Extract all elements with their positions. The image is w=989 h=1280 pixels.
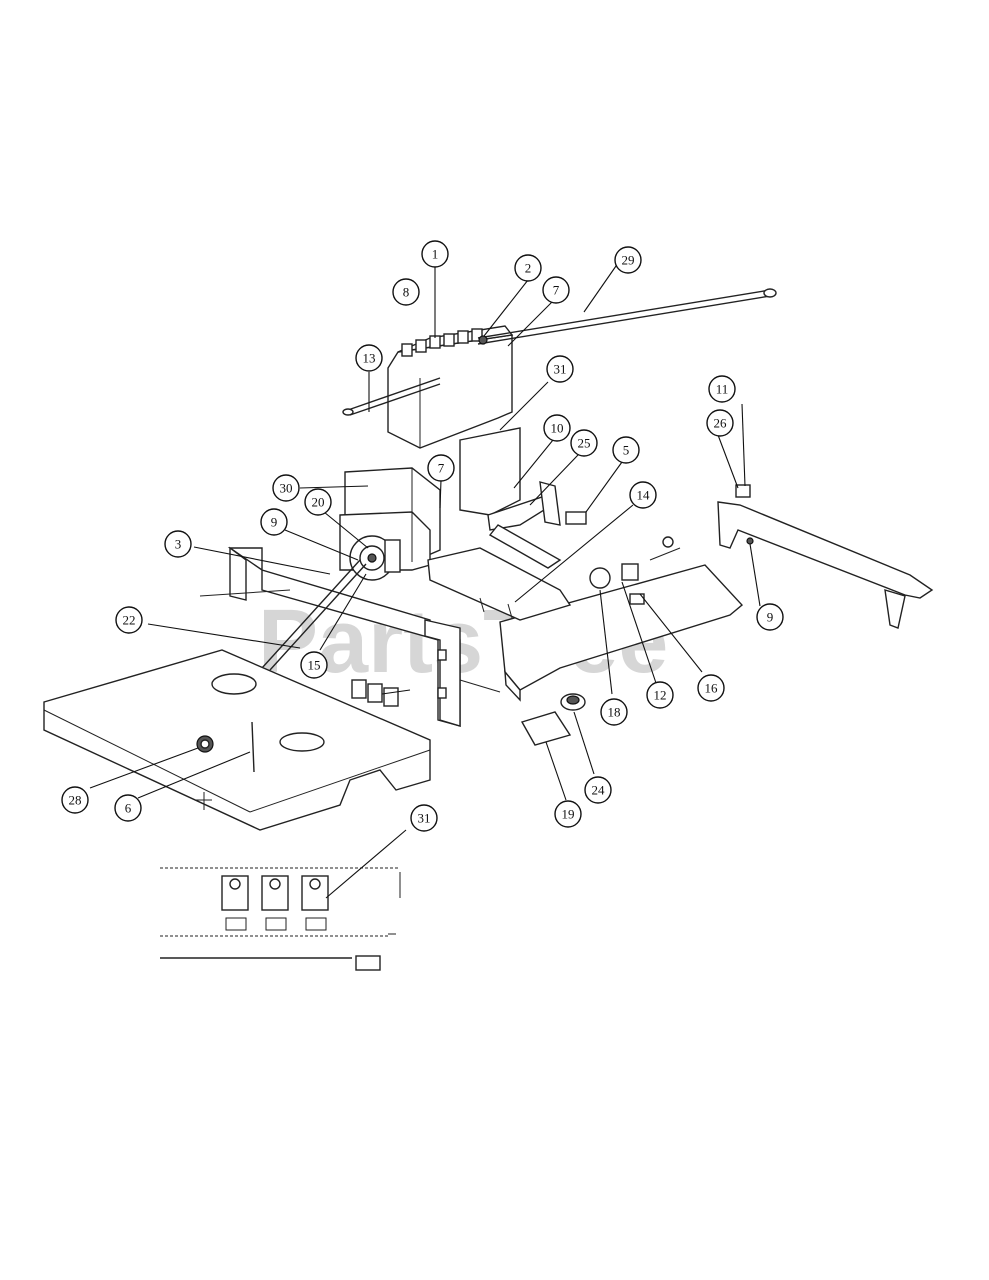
- callout-label: 22: [123, 613, 136, 628]
- callout-12[interactable]: 12: [646, 681, 674, 709]
- control-rod: [477, 288, 777, 345]
- left-rod: [342, 377, 441, 416]
- callout-10[interactable]: 10: [543, 414, 571, 442]
- callout-label: 5: [623, 443, 630, 458]
- callout-16[interactable]: 16: [697, 674, 725, 702]
- callout-label: 8: [403, 285, 410, 300]
- callout-24[interactable]: 24: [584, 776, 612, 804]
- callout-7[interactable]: 7: [542, 276, 570, 304]
- callout-label: 28: [69, 793, 82, 808]
- callout-label: 9: [271, 515, 278, 530]
- callouts: 1 2 29 8 7 13 31 10 25 5 11 26 7 30 20 1…: [61, 240, 784, 832]
- callout-1[interactable]: 1: [421, 240, 449, 268]
- callout-9[interactable]: 9: [756, 603, 784, 631]
- callout-label: 25: [578, 436, 591, 451]
- callout-28[interactable]: 28: [61, 786, 89, 814]
- callout-15[interactable]: 15: [300, 651, 328, 679]
- callout-11[interactable]: 11: [708, 375, 736, 403]
- callout-label: 20: [312, 495, 325, 510]
- right-cover: [499, 536, 744, 702]
- callout-8[interactable]: 8: [392, 278, 420, 306]
- callout-18[interactable]: 18: [600, 698, 628, 726]
- callout-20[interactable]: 20: [304, 488, 332, 516]
- callout-label: 2: [525, 261, 532, 276]
- right-rail: [717, 484, 934, 629]
- callout-label: 14: [637, 488, 651, 503]
- callout-label: 19: [562, 807, 575, 822]
- main-frame: [227, 546, 461, 727]
- callout-22[interactable]: 22: [115, 606, 143, 634]
- callout-label: 7: [438, 461, 445, 476]
- callout-label: 30: [280, 481, 293, 496]
- callout-30[interactable]: 30: [272, 474, 300, 502]
- callout-label: 11: [716, 382, 729, 397]
- console-column: [459, 427, 562, 569]
- callout-label: 31: [418, 811, 431, 826]
- clip-and-cap: [520, 693, 586, 746]
- callout-label: 15: [308, 658, 321, 673]
- middle-channel: [427, 547, 572, 621]
- callout-label: 13: [363, 351, 376, 366]
- callout-25[interactable]: 25: [570, 429, 598, 457]
- callout-label: 24: [592, 783, 606, 798]
- leader-lines: [89, 265, 761, 899]
- callout-label: 9: [767, 610, 774, 625]
- callout-2[interactable]: 2: [514, 254, 542, 282]
- parts-artwork: [43, 288, 934, 971]
- callout-label: 7: [553, 283, 560, 298]
- callout-6[interactable]: 6: [114, 794, 142, 822]
- callout-label: 1: [432, 247, 439, 262]
- callout-31[interactable]: 31: [410, 804, 438, 832]
- callout-label: 18: [608, 705, 621, 720]
- relay-detail-inset: [160, 867, 401, 971]
- callout-label: 31: [554, 362, 567, 377]
- callout-26[interactable]: 26: [706, 409, 734, 437]
- callout-label: 10: [551, 421, 564, 436]
- callout-29[interactable]: 29: [614, 246, 642, 274]
- callout-label: 3: [175, 537, 182, 552]
- bracket-25: [539, 481, 587, 526]
- callout-label: 16: [705, 681, 719, 696]
- control-panel-box: [387, 325, 514, 449]
- callout-label: 12: [654, 688, 667, 703]
- shift-lever: [199, 559, 501, 693]
- callout-5[interactable]: 5: [612, 436, 640, 464]
- callout-3[interactable]: 3: [164, 530, 192, 558]
- floor-pan: [43, 649, 431, 831]
- callout-9[interactable]: 9: [260, 508, 288, 536]
- callout-31[interactable]: 31: [546, 355, 574, 383]
- callout-19[interactable]: 19: [554, 800, 582, 828]
- callout-label: 29: [622, 253, 635, 268]
- callout-7[interactable]: 7: [427, 454, 455, 482]
- callout-14[interactable]: 14: [629, 481, 657, 509]
- callout-label: 26: [714, 416, 728, 431]
- callout-label: 6: [125, 801, 132, 816]
- callout-13[interactable]: 13: [355, 344, 383, 372]
